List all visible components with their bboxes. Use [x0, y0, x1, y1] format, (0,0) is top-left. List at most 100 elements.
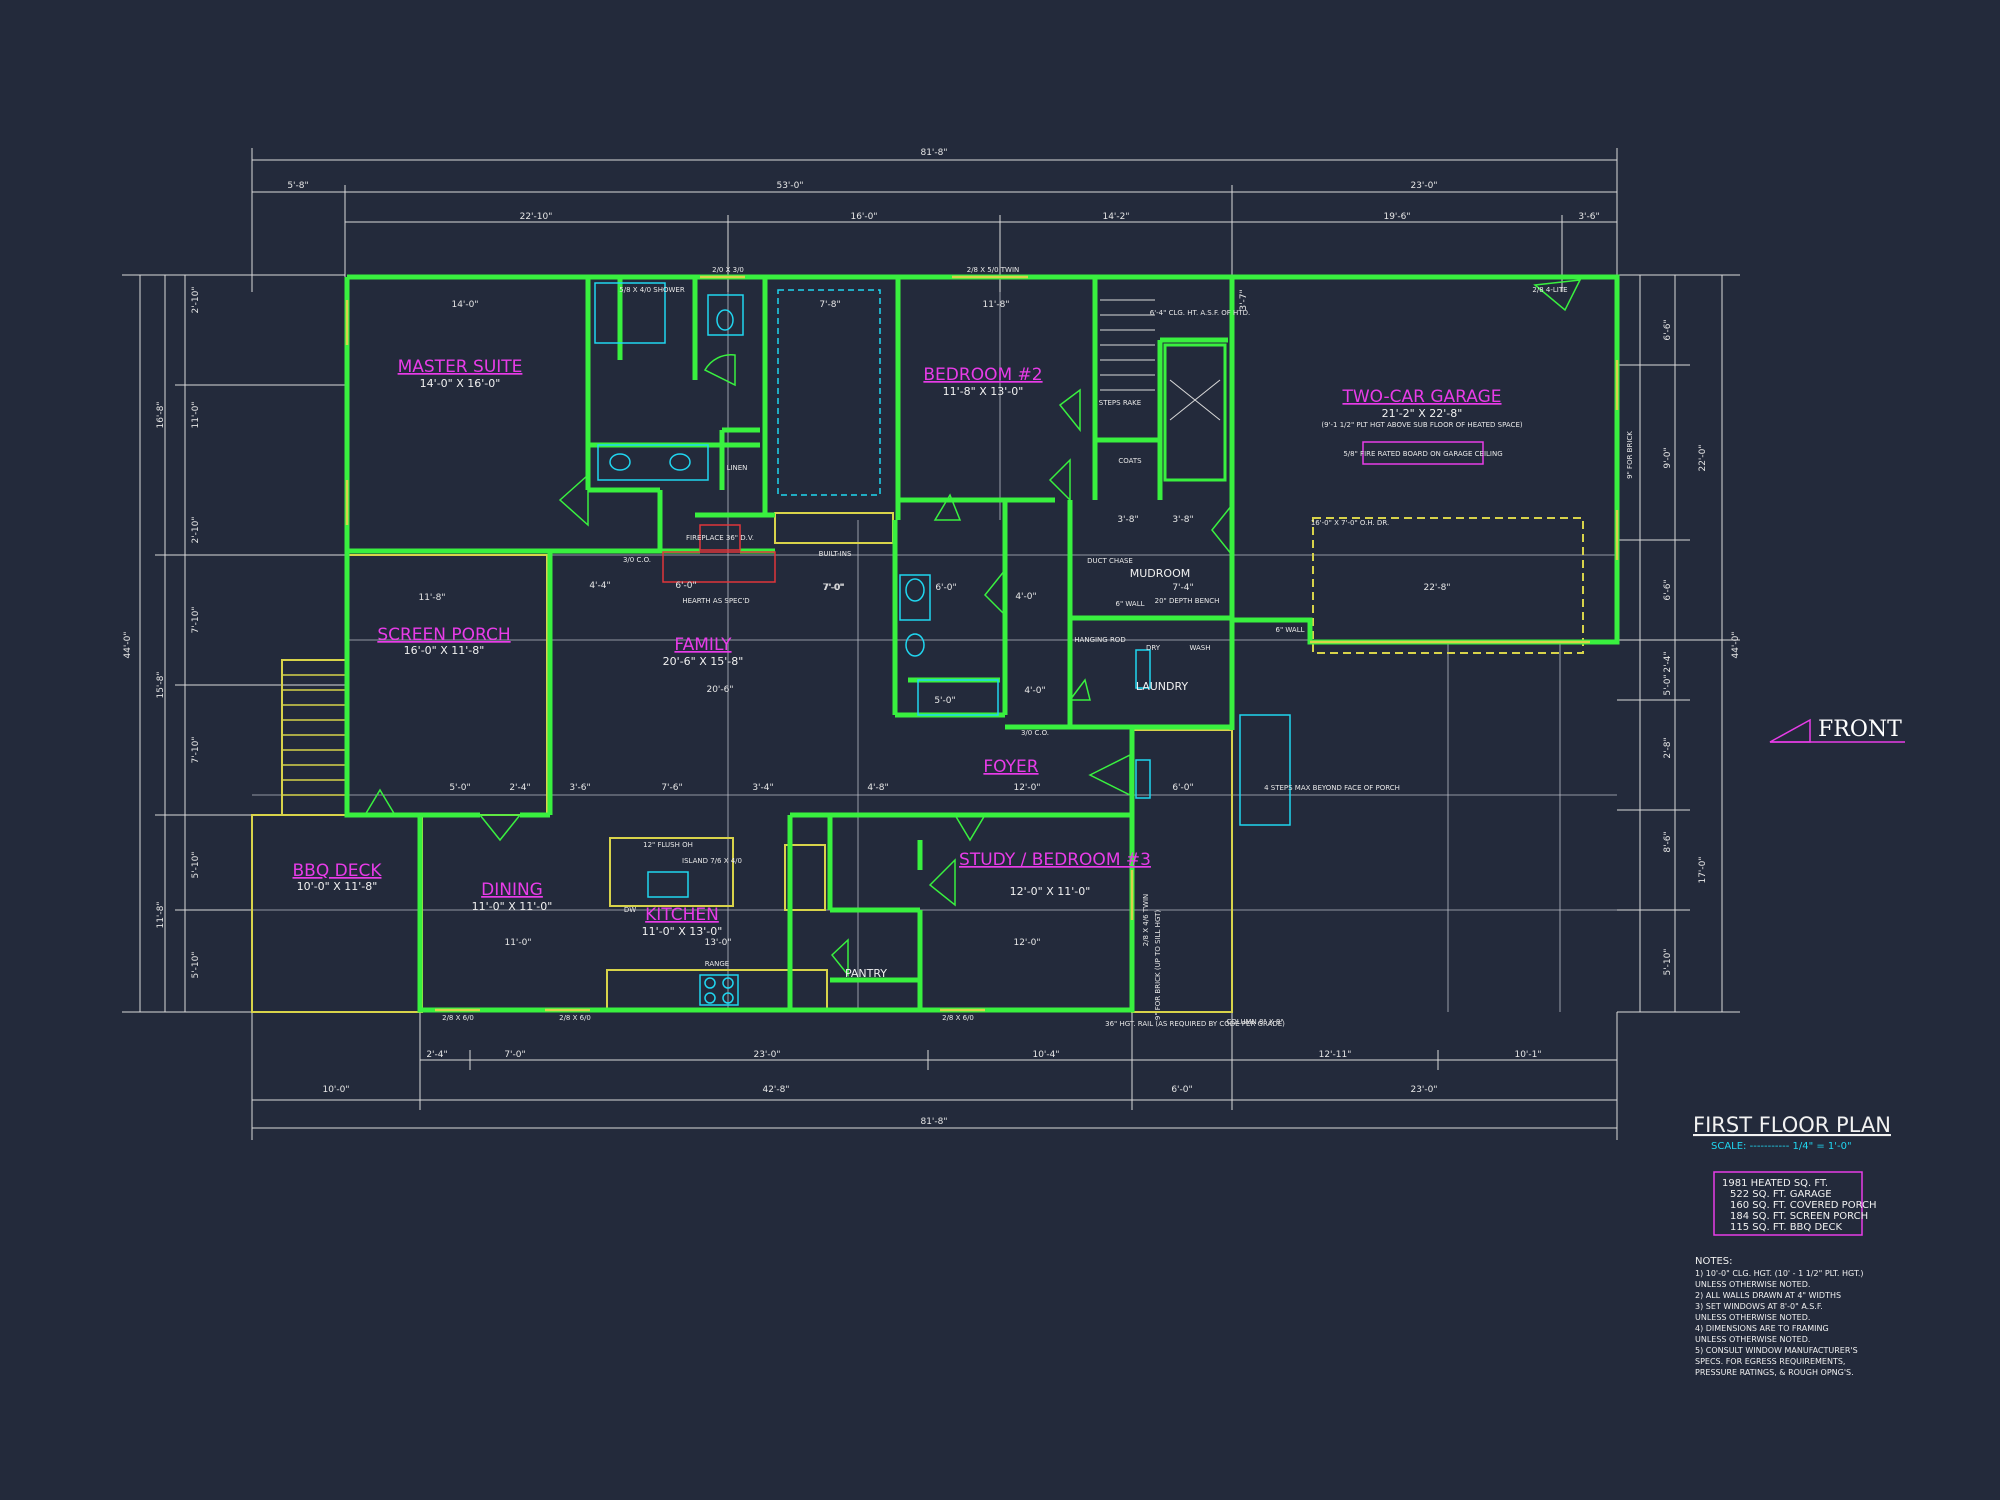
area-line: 160 SQ. FT. COVERED PORCH [1730, 1200, 1877, 1211]
fireplace [662, 524, 776, 583]
note-line: 1) 10'-0" CLG. HGT. (10' - 1 1/2" PLT. H… [1695, 1269, 1864, 1278]
area-line: 115 SQ. FT. BBQ DECK [1730, 1222, 1842, 1233]
clg-ht-label: 6'-4" CLG. HT. A.S.F. OF HTD. [1150, 309, 1250, 317]
window-bottom-label: 2/8 X 6/0 [942, 1014, 974, 1022]
area-line: 184 SQ. FT. SCREEN PORCH [1730, 1211, 1868, 1222]
svg-text:3'-6": 3'-6" [569, 783, 590, 793]
left-seg-dim: 15'-8" [156, 671, 166, 698]
room-name-foyer: FOYER [983, 757, 1038, 777]
dishwasher-label: DW [624, 906, 636, 914]
drawing-scale: SCALE: ----------- 1/4" = 1'-0" [1711, 1141, 1852, 1152]
top-detail-dim: 22'-10" [520, 212, 553, 222]
right-detail-dim: 6'-6" [1663, 579, 1673, 600]
covered-porch-outline [1131, 729, 1233, 1013]
left-detail-dim: 5'-10" [191, 951, 201, 978]
top-seg-dim: 5'-8" [287, 181, 308, 191]
svg-text:6'-0": 6'-0" [1172, 783, 1193, 793]
room-size-study: 12'-0" X 11'-0" [1010, 885, 1091, 898]
cased-opening-label: 3/0 C.O. [623, 556, 651, 564]
top-total-dim: 81'-8" [920, 148, 947, 158]
room-name-kitchen: KITCHEN [645, 905, 719, 925]
sink [647, 871, 689, 898]
room-size-family: 20'-6" X 15'-8" [663, 655, 744, 668]
dryer-label: DRY [1146, 644, 1161, 652]
shower-label: 5/8 X 4/0 SHOWER [619, 286, 685, 294]
note-line: 3) SET WINDOWS AT 8'-0" A.S.F. [1695, 1302, 1823, 1311]
bench-label: 20" DEPTH BENCH [1155, 597, 1220, 605]
master-vanity [597, 444, 709, 481]
room-name-dining: DINING [481, 880, 543, 900]
bottom-total-dim: 81'-8" [920, 1117, 947, 1127]
garage-door-outline [1312, 517, 1584, 654]
fixtures [594, 282, 1291, 1006]
note-line: 5) CONSULT WINDOW MANUFACTURER'S [1695, 1346, 1858, 1355]
hearth-label: HEARTH AS SPEC'D [682, 597, 749, 605]
bottom-detail-dim: 23'-0" [753, 1050, 780, 1060]
svg-text:3'-8": 3'-8" [1117, 515, 1138, 525]
room-name-bedroom-2: BEDROOM #2 [923, 365, 1042, 385]
room-size-dining: 11'-0" X 11'-0" [472, 900, 553, 913]
bottom-seg-dim: 42'-8" [762, 1085, 789, 1095]
garage-stairs [1163, 343, 1227, 482]
left-total-dim: 44'-0" [123, 631, 133, 658]
right-seg-dim: 17'-0" [1698, 856, 1708, 883]
area-list: 1981 HEATED SQ. FT. 522 SQ. FT. GARAGE 1… [1722, 1178, 1877, 1233]
svg-text:7'-8": 7'-8" [819, 300, 840, 310]
coats-label: COATS [1118, 457, 1142, 465]
bottom-detail-dim: 12'-11" [1319, 1050, 1352, 1060]
garage-door-label: 16'-0" X 7'-0" O.H. DR. [1311, 519, 1389, 527]
bottom-detail-dim: 10'-1" [1514, 1050, 1541, 1060]
window-side-label: 2/8 X 4/6 TWIN [1142, 894, 1150, 947]
window-bottom-label: 2/8 X 6/0 [559, 1014, 591, 1022]
builtins-label: BUILT-INS [819, 550, 852, 558]
top-detail-dim: 19'-6" [1383, 212, 1410, 222]
left-seg-dim: 16'-8" [156, 401, 166, 428]
room-size-kitchen: 11'-0" X 13'-0" [642, 925, 723, 938]
title-block: FIRST FLOOR PLAN SCALE: ----------- 1/4"… [1693, 1113, 1891, 1377]
stair-rise-lines [1100, 299, 1221, 421]
wall-label: 6" WALL [1275, 626, 1304, 634]
left-detail-dim: 7'-10" [191, 736, 201, 763]
svg-text:22'-8": 22'-8" [1423, 583, 1450, 593]
note-line: 2) ALL WALLS DRAWN AT 4" WIDTHS [1695, 1291, 1841, 1300]
right-total-dim: 44'-0" [1731, 631, 1741, 658]
kitchen-island [609, 837, 734, 907]
svg-text:5'-0": 5'-0" [934, 696, 955, 706]
porch-steps [1239, 714, 1291, 826]
svg-text:12'-0": 12'-0" [1013, 938, 1040, 948]
room-name-pantry: PANTRY [845, 967, 887, 980]
right-detail-dim: 6'-6" [1663, 319, 1673, 340]
area-line: 1981 HEATED SQ. FT. [1722, 1178, 1828, 1189]
bottom-seg-dim: 6'-0" [1171, 1085, 1192, 1095]
left-detail-dim: 7'-10" [191, 606, 201, 633]
right-detail-dim: 2'-8" [1663, 737, 1673, 758]
svg-text:6'-0": 6'-0" [675, 581, 696, 591]
note-line: 4) DIMENSIONS ARE TO FRAMING [1695, 1324, 1829, 1333]
room-name-family: FAMILY [674, 635, 732, 655]
svg-text:3'-8": 3'-8" [1172, 515, 1193, 525]
front-label: FRONT [1818, 717, 1902, 742]
note-line: UNLESS OTHERWISE NOTED. [1695, 1313, 1810, 1322]
windows [345, 275, 1619, 1012]
room-size-screen-porch: 16'-0" X 11'-8" [404, 644, 485, 657]
closet-shelf [777, 289, 881, 496]
notes-heading: NOTES: [1695, 1256, 1733, 1267]
annotation-labels: 5/8 X 4/0 SHOWER FIREPLACE 36" D.V. HEAR… [442, 266, 1634, 1028]
linen-label: LINEN [727, 464, 748, 472]
top-detail-dim: 16'-0" [850, 212, 877, 222]
svg-text:4'-0": 4'-0" [1015, 592, 1036, 602]
cased-opening-label: 3/0 C.O. [1021, 729, 1049, 737]
top-detail-dim: 3'-6" [1578, 212, 1599, 222]
garage-fire-board: 5/8" FIRE RATED BOARD ON GARAGE CEILING [1343, 450, 1502, 458]
svg-text:11'-8": 11'-8" [418, 593, 445, 603]
note-line: UNLESS OTHERWISE NOTED. [1695, 1280, 1810, 1289]
room-size-bedroom-2: 11'-8" X 13'-0" [943, 385, 1024, 398]
bottom-detail-dim: 7'-0" [504, 1050, 525, 1060]
svg-text:4'-0": 4'-0" [1024, 686, 1045, 696]
top-seg-dim: 23'-0" [1410, 181, 1437, 191]
bottom-detail-dim: 10'-4" [1032, 1050, 1059, 1060]
column-label: COLUMN 8" X 8" [1226, 1018, 1283, 1026]
fire-board-box [1362, 441, 1484, 465]
room-labels: MASTER SUITE 14'-0" X 16'-0" BEDROOM #2 … [293, 357, 1523, 980]
door-swings [363, 279, 1582, 978]
